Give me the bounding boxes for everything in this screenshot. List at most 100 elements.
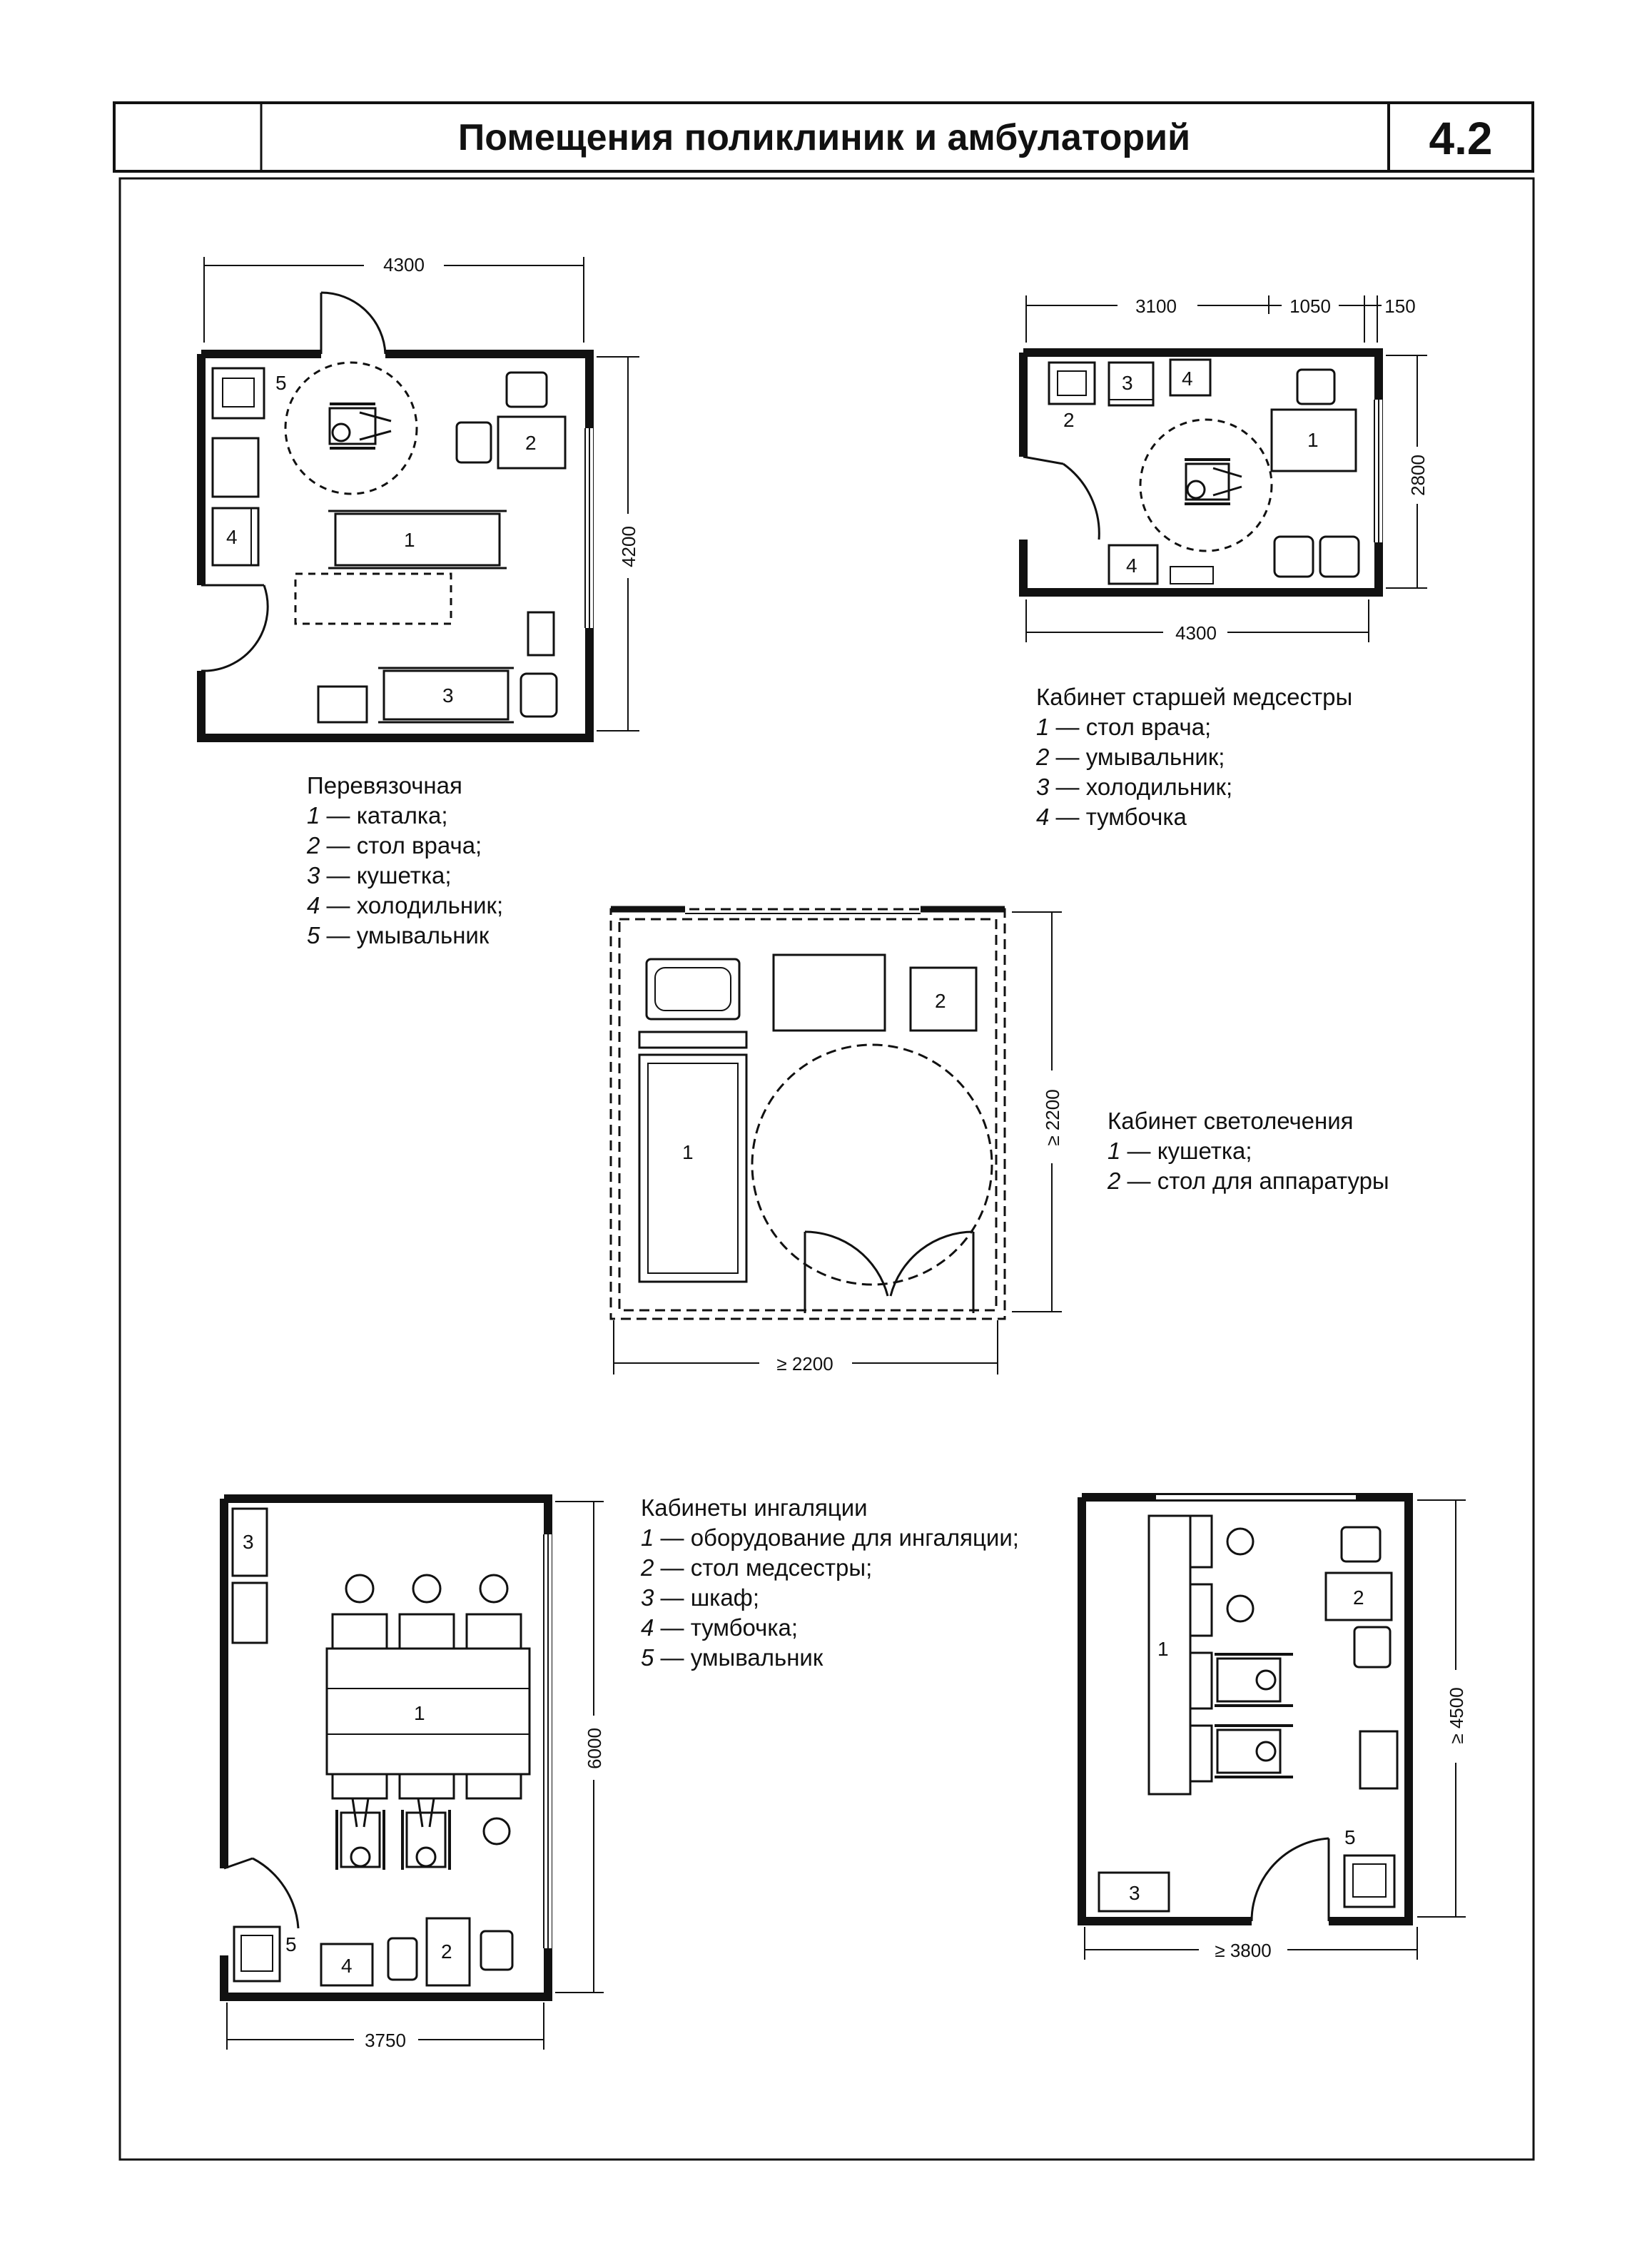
dressing-room-plan: 5 4 2 1 3	[196, 251, 641, 742]
nightstand	[1359, 1730, 1399, 1790]
legend-item: 2 — стол врача;	[307, 832, 482, 859]
nurse-dim-c: 150	[1384, 295, 1415, 317]
marker-2: 2	[935, 990, 946, 1012]
legend-caption: Кабинет старшей медсестры	[1036, 684, 1353, 710]
marker-2: 2	[525, 432, 537, 454]
wheelchair-turning-circle	[751, 1043, 993, 1286]
chair	[1340, 1526, 1382, 1563]
marker-2: 2	[1353, 1586, 1364, 1609]
nurse-desk	[1324, 1571, 1393, 1621]
inhal-right-dim-width: ≥ 3800	[1215, 1940, 1271, 1961]
marker-5: 5	[275, 372, 287, 394]
chair	[1319, 535, 1360, 578]
sink	[233, 1925, 281, 1983]
legend-item: 3 — шкаф;	[641, 1584, 760, 1611]
inhal-left-dim-width: 3750	[365, 2030, 406, 2051]
legend-item: 1 — стол врача;	[1036, 714, 1212, 740]
couch-pillow	[520, 672, 558, 718]
legend-phototherapy: Кабинет светолечения 1 — кушетка; 2 — ст…	[1108, 1106, 1389, 1196]
legend-inhalation: Кабинеты ингаляции 1 — оборудование для …	[641, 1493, 1019, 1673]
sink	[1048, 361, 1096, 405]
marker-1: 1	[414, 1702, 425, 1724]
inhalation-room-left-plan: 3 1	[220, 1494, 607, 2051]
marker-3: 3	[243, 1531, 254, 1553]
chair	[480, 1930, 514, 1971]
legend-item: 5 — умывальник	[641, 1644, 823, 1671]
chair	[1273, 535, 1314, 578]
marker-4: 4	[1182, 368, 1193, 390]
dressing-width-dim: 4300	[383, 254, 425, 275]
inhal-right-dim-depth: ≥ 4500	[1446, 1687, 1467, 1743]
marker-1: 1	[404, 529, 415, 551]
head-nurse-room-plan: 2 3 4 1 4 310	[1019, 293, 1430, 644]
wheelchair-icon	[401, 1798, 451, 1870]
legend-item: 4 — тумбочка	[1036, 804, 1187, 830]
stool	[482, 1817, 511, 1846]
nurse-dim-depth: 2800	[1407, 455, 1429, 496]
wardrobe	[231, 1581, 268, 1644]
chair	[505, 371, 548, 408]
doctor-desk	[1270, 408, 1357, 472]
nurse-desk	[425, 1917, 471, 1987]
legend-item: 4 — тумбочка;	[641, 1614, 799, 1641]
legend-dressing: Перевязочная 1 — каталка; 2 — стол врача…	[307, 771, 503, 951]
chair	[387, 1937, 418, 1981]
legend-item: 2 — стол для аппаратуры	[1108, 1168, 1389, 1194]
dressing-depth-dim: 4200	[618, 526, 639, 567]
nurse-dim-b: 1050	[1289, 295, 1331, 317]
marker-1: 1	[682, 1141, 694, 1163]
chair	[1353, 1626, 1392, 1669]
chair	[1296, 368, 1336, 405]
inhal-left-dim-depth: 6000	[584, 1728, 605, 1769]
chair	[455, 421, 492, 464]
stool	[479, 1574, 509, 1604]
trolley-position-dashed	[294, 572, 452, 625]
photo-dim-depth: ≥ 2200	[1042, 1089, 1063, 1145]
wheelchair-icon	[1215, 1653, 1293, 1707]
legend-caption: Перевязочная	[307, 772, 462, 799]
inhalation-room-right-plan: 1 2 5 3	[1078, 1493, 1469, 1961]
marker-1: 1	[1157, 1638, 1169, 1660]
wheelchair-icon	[335, 1798, 385, 1870]
wheelchair-icon	[1185, 458, 1242, 505]
marker-4: 4	[226, 526, 238, 548]
header-bar: Помещения поликлиник и амбулаторий 4.2	[113, 101, 1534, 173]
nightstand	[320, 1943, 374, 1987]
sink	[1343, 1854, 1396, 1908]
wheelchair-turning-circle	[284, 361, 418, 495]
couch	[638, 1053, 748, 1283]
marker-2: 2	[441, 1940, 452, 1963]
wardrobe	[1098, 1871, 1170, 1913]
stool	[317, 685, 368, 724]
stool	[345, 1574, 375, 1604]
nurse-dim-a: 3100	[1135, 295, 1177, 317]
fridge	[1108, 361, 1155, 407]
door	[223, 1857, 253, 1870]
marker-4: 4	[341, 1955, 353, 1977]
marker-1: 1	[1307, 429, 1319, 451]
legend-item: 3 — холодильник;	[1036, 774, 1233, 800]
legend-caption: Кабинет светолечения	[1108, 1108, 1354, 1134]
sink	[211, 367, 265, 420]
legend-item: 4 — холодильник;	[307, 892, 504, 918]
marker-5: 5	[285, 1933, 297, 1955]
equipment-table-small	[909, 966, 978, 1032]
inhalation-equipment	[325, 1647, 531, 1776]
marker-5: 5	[1344, 1826, 1356, 1848]
legend-item: 5 — умывальник	[307, 922, 490, 948]
couch-pillow	[645, 958, 741, 1021]
marker-3: 3	[1122, 372, 1133, 394]
nightstand	[1169, 358, 1212, 397]
trolley	[334, 512, 501, 567]
legend-item: 1 — каталка;	[307, 802, 448, 829]
stool	[1226, 1594, 1255, 1623]
wardrobe	[231, 1507, 268, 1577]
doctor-desk	[497, 415, 567, 470]
legend-item: 1 — кушетка;	[1108, 1138, 1252, 1164]
photo-dim-width: ≥ 2200	[776, 1353, 833, 1375]
legend-item: 2 — умывальник;	[1036, 744, 1225, 770]
nightstand	[1108, 544, 1159, 585]
legend-item: 3 — кушетка;	[307, 862, 452, 889]
phototherapy-room-plan: 1 2 ≥ 2200 ≥ 2200	[609, 906, 1065, 1375]
